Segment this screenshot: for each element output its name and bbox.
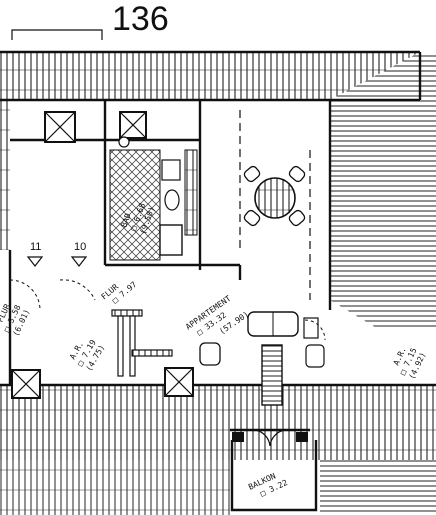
- skylight-bottom-center: [164, 367, 194, 397]
- section-marker-11-label: 11: [30, 241, 41, 253]
- bad-cabinet: [184, 149, 198, 236]
- bad-toilet: [164, 189, 180, 211]
- balcony-door: [232, 429, 308, 447]
- side-chair: [305, 344, 325, 368]
- page-number-text: 136: [112, 0, 169, 38]
- skylight-bad: [118, 111, 147, 148]
- page-number: 136: [11, 0, 169, 40]
- roof-bottom-right: [320, 460, 436, 515]
- section-marker-10-label: 10: [74, 241, 86, 253]
- bad-shower: [159, 224, 183, 256]
- room-balkon-label: BALKON □ 3.22: [247, 471, 289, 498]
- section-marker-11: 11: [26, 241, 44, 267]
- door-arcs: [9, 279, 326, 341]
- skylight-left: [44, 111, 76, 143]
- roof-bottom-band: [0, 385, 436, 460]
- bad-washbasin: [161, 159, 181, 181]
- storage-shelving: [111, 309, 173, 377]
- roof-right-slope: [330, 52, 436, 330]
- roof-bottom-left: [0, 460, 230, 515]
- bad-tile-area: [109, 149, 161, 261]
- section-marker-10: 10: [70, 241, 88, 267]
- room-ar-right-label: A.R. □ 7.15 (4.92): [392, 346, 428, 381]
- coffee-table: [261, 344, 283, 406]
- dining-table: [243, 165, 306, 227]
- walls: [0, 50, 436, 512]
- skylight-bottom-left: [11, 369, 41, 399]
- sofa: [247, 311, 319, 339]
- roof-left-middle: [0, 100, 10, 250]
- armchair: [199, 342, 221, 366]
